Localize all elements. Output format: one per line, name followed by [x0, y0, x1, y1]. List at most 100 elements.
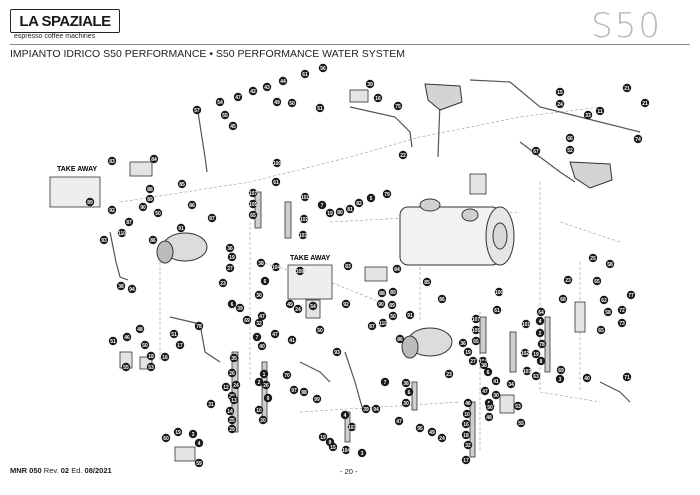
callout-39: 39	[361, 404, 371, 414]
callout-80: 80	[335, 207, 345, 217]
svg-text:78: 78	[539, 342, 545, 348]
document-reference: MNR 050 Rev. 02 Ed. 08/2021	[10, 466, 112, 475]
svg-text:23: 23	[565, 278, 571, 284]
callout-35: 35	[229, 353, 239, 363]
svg-text:81: 81	[347, 207, 353, 213]
callout-107: 107	[248, 188, 257, 198]
callout-62: 62	[599, 295, 609, 305]
svg-text:110: 110	[118, 231, 126, 237]
callout-89: 89	[145, 194, 155, 204]
callout-41: 41	[287, 335, 297, 345]
callout-22: 22	[398, 150, 408, 160]
svg-text:10: 10	[464, 412, 470, 418]
svg-text:102: 102	[300, 217, 309, 223]
callout-6: 6	[483, 367, 493, 377]
svg-text:19: 19	[533, 352, 539, 358]
take-away-label-1: TAKE AWAY	[57, 166, 98, 173]
callout-65: 65	[596, 325, 606, 335]
svg-text:23: 23	[446, 372, 452, 378]
callout-19: 19	[531, 349, 541, 359]
callout-90: 90	[138, 202, 148, 212]
callout-47: 47	[257, 311, 267, 321]
svg-text:67: 67	[533, 149, 539, 155]
callout-27: 27	[468, 356, 478, 366]
svg-text:30: 30	[493, 393, 499, 399]
page-number: - 20 -	[340, 467, 358, 476]
callout-83: 83	[343, 261, 353, 271]
callout-2: 2	[535, 328, 545, 338]
callout-47: 47	[394, 416, 404, 426]
callout-21: 21	[640, 98, 650, 108]
callout-85: 85	[422, 277, 432, 287]
callout-88: 88	[145, 184, 155, 194]
callout-6: 6	[227, 299, 237, 309]
callout-53: 53	[513, 401, 523, 411]
svg-text:19: 19	[229, 255, 235, 261]
callout-2: 2	[254, 377, 264, 387]
svg-text:57: 57	[194, 108, 200, 114]
svg-text:51: 51	[110, 339, 116, 345]
callout-49: 49	[272, 97, 282, 107]
callout-98: 98	[299, 387, 309, 397]
svg-text:49: 49	[287, 302, 293, 308]
svg-text:6: 6	[264, 279, 267, 285]
svg-text:92: 92	[109, 208, 115, 214]
callout-91: 91	[176, 223, 186, 233]
callout-58: 58	[603, 307, 613, 317]
callout-50: 50	[388, 311, 398, 321]
callout-18: 18	[461, 430, 471, 440]
svg-text:27: 27	[470, 359, 476, 365]
svg-text:77: 77	[628, 293, 634, 299]
callout-55: 55	[220, 110, 230, 120]
svg-text:50: 50	[289, 101, 295, 107]
svg-text:65: 65	[473, 339, 479, 345]
svg-text:103: 103	[523, 369, 532, 375]
pipes	[109, 79, 641, 408]
callout-60: 60	[161, 433, 171, 443]
svg-text:91: 91	[407, 313, 413, 319]
svg-text:73: 73	[619, 321, 625, 327]
callout-39: 39	[365, 79, 375, 89]
callout-53: 53	[146, 362, 156, 372]
svg-text:105: 105	[249, 202, 258, 208]
callout-43: 43	[262, 82, 272, 92]
callout-24: 24	[437, 433, 447, 443]
svg-text:92: 92	[343, 302, 349, 308]
callout-17: 17	[461, 455, 471, 465]
callout-56: 56	[318, 63, 328, 73]
svg-text:93: 93	[334, 350, 340, 356]
svg-text:16: 16	[463, 422, 469, 428]
svg-text:1: 1	[263, 372, 266, 378]
svg-text:46: 46	[124, 335, 130, 341]
svg-text:6: 6	[231, 302, 234, 308]
svg-text:3: 3	[559, 377, 562, 383]
svg-text:34: 34	[508, 382, 514, 388]
svg-text:35: 35	[231, 356, 237, 362]
callout-104: 104	[271, 262, 280, 272]
svg-text:38: 38	[118, 284, 124, 290]
callout-109: 109	[295, 266, 304, 276]
svg-text:36: 36	[460, 341, 466, 347]
svg-text:23: 23	[220, 281, 226, 287]
svg-text:38: 38	[481, 363, 487, 369]
callout-50: 50	[287, 98, 297, 108]
callout-19: 19	[173, 427, 183, 437]
svg-text:100: 100	[495, 290, 504, 296]
svg-text:101: 101	[522, 322, 531, 328]
callout-42: 42	[248, 86, 258, 96]
callout-85: 85	[177, 179, 187, 189]
svg-text:47: 47	[272, 332, 278, 338]
svg-text:99: 99	[314, 397, 320, 403]
callout-86: 86	[148, 235, 158, 245]
svg-text:2: 2	[258, 380, 261, 386]
svg-text:89: 89	[87, 200, 93, 206]
callout-86: 86	[187, 200, 197, 210]
callout-19: 19	[463, 347, 473, 357]
callout-100: 100	[494, 287, 504, 297]
svg-text:58: 58	[605, 310, 611, 316]
svg-text:19: 19	[320, 435, 326, 441]
callout-46: 46	[122, 332, 132, 342]
callout-1: 1	[259, 369, 269, 379]
svg-text:12: 12	[223, 385, 229, 391]
edition-label: Ed.	[71, 466, 83, 475]
